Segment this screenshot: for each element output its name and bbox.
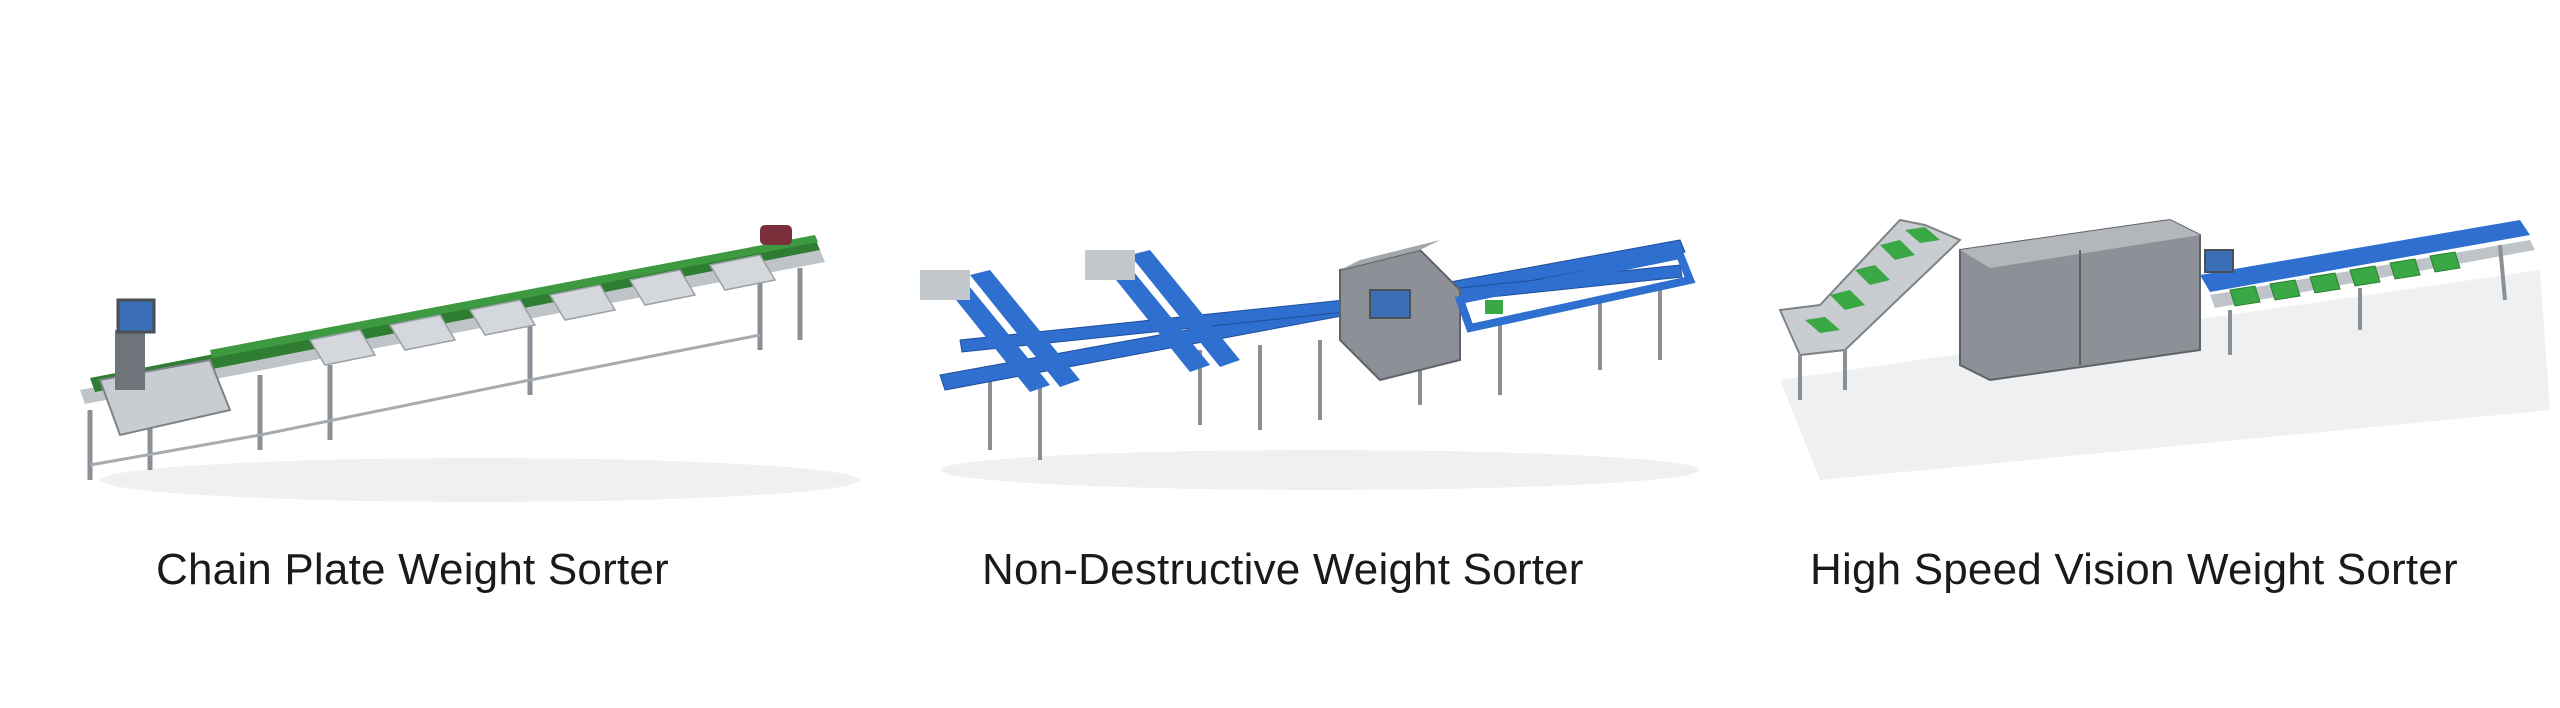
sorter-caption: Chain Plate Weight Sorter [156,545,669,594]
high-speed-vision-sorter-illustration [1778,218,2550,480]
sorter-caption: High Speed Vision Weight Sorter [1810,545,2458,594]
high-speed-vision-sorter-image [1760,180,2560,520]
chain-plate-sorter-illustration [80,225,860,502]
chain-plate-sorter-image [60,180,860,520]
sorter-panel-chain-plate: Chain Plate Weight Sorter [60,0,860,708]
sorter-caption: Non-Destructive Weight Sorter [982,545,1584,594]
sorter-panel-high-speed-vision: High Speed Vision Weight Sorter [1760,0,2560,708]
non-destructive-sorter-illustration [920,239,1700,490]
non-destructive-sorter-image [900,180,1720,520]
sorter-panel-non-destructive: Non-Destructive Weight Sorter [900,0,1720,708]
